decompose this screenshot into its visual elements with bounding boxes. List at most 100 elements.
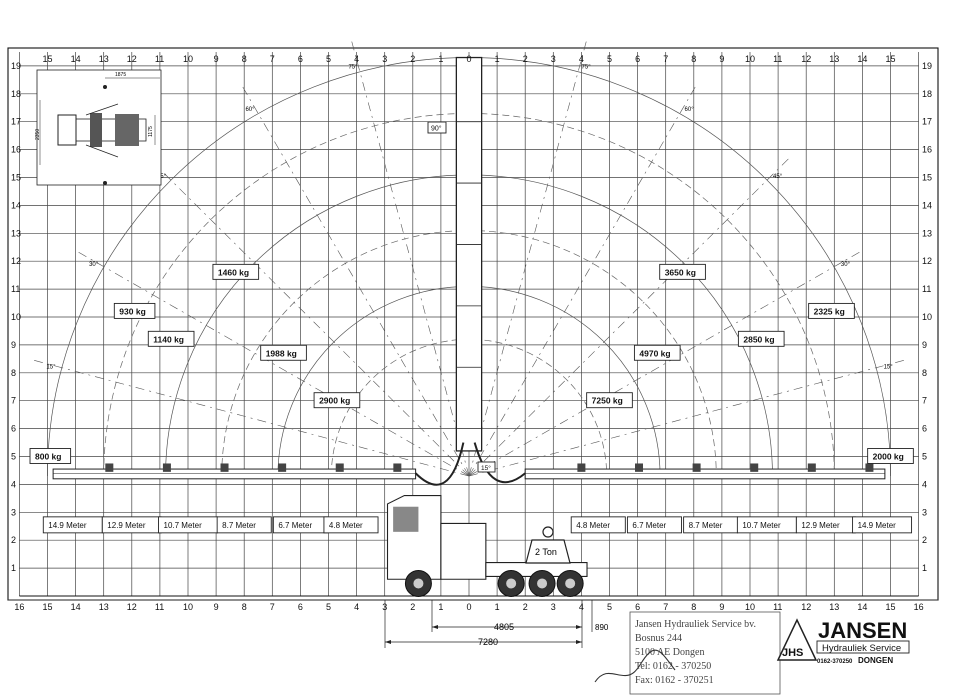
top-axis-tick: 11 <box>773 54 782 64</box>
top-axis-tick: 6 <box>635 54 640 64</box>
reach-label-right: 8.7 Meter <box>683 516 739 534</box>
left-axis-tick: 1 <box>11 563 16 573</box>
top-axis-tick: 10 <box>745 54 755 64</box>
top-axis-tick: 0 <box>467 54 472 64</box>
bottom-axis-tick: 13 <box>99 602 109 612</box>
left-axis-tick: 6 <box>11 424 16 434</box>
signature <box>594 649 676 683</box>
angle-label-left: 15° <box>46 364 56 370</box>
bottom-axis-tick: 16 <box>914 602 924 612</box>
bottom-axis-tick: 2 <box>523 602 528 612</box>
bottom-axis-tick: 15 <box>886 602 896 612</box>
left-axis-tick: 9 <box>11 340 16 350</box>
right-axis-tick: 3 <box>922 507 927 517</box>
load-label-left: 2900 kg <box>313 392 361 409</box>
truck-drawing <box>386 495 588 597</box>
load-label-right: 3650 kg <box>659 263 706 280</box>
top-axis-tick: 9 <box>214 54 219 64</box>
left-axis-tick: 16 <box>11 145 21 155</box>
bottom-axis-tick: 12 <box>801 602 811 612</box>
bottom-axis-tick: 14 <box>857 602 867 612</box>
reach-label-right: 4.8 Meter <box>570 516 626 534</box>
angle-label-left: 30° <box>89 262 99 268</box>
top-axis-tick: 2 <box>410 54 415 64</box>
right-axis-tick: 19 <box>922 61 932 71</box>
left-axis-tick: 17 <box>11 117 21 127</box>
bottom-axis-tick: 2 <box>410 602 415 612</box>
left-axis-tick: 5 <box>11 452 16 462</box>
reach-label-left: 6.7 Meter <box>272 516 328 534</box>
left-axis-tick: 3 <box>11 507 16 517</box>
angle-label-right: 30° <box>841 262 851 268</box>
inset-height-dim: 2350 <box>35 129 41 140</box>
top-axis-tick: 12 <box>801 54 811 64</box>
right-axis-tick: 5 <box>922 452 927 462</box>
load-label-right: 2325 kg <box>808 302 855 319</box>
load-label-right-text: 2850 kg <box>743 334 774 344</box>
load-label-left: 1988 kg <box>260 344 307 361</box>
load-label-left: 800 kg <box>29 448 72 464</box>
right-axis-tick: 16 <box>922 145 932 155</box>
bottom-axis-tick: 1 <box>438 602 443 612</box>
stamp-line4: Tel: 0162 - 370250 <box>635 661 711 672</box>
left-axis-tick: 7 <box>11 396 16 406</box>
boom-outlines <box>52 56 886 486</box>
top-axis-tick: 1 <box>495 54 500 64</box>
top-axis-tick: 13 <box>99 54 109 64</box>
reach-label-right-text: 4.8 Meter <box>576 521 610 530</box>
top-axis-tick: 14 <box>857 54 867 64</box>
counterweight-label: 2 Ton <box>535 547 557 557</box>
vertical-angle-text: 90° <box>431 125 442 133</box>
right-axis-tick: 10 <box>922 312 932 322</box>
left-axis-tick: 11 <box>11 284 20 294</box>
bottom-axis-tick: 5 <box>607 602 612 612</box>
bottom-axis-tick: 13 <box>829 602 839 612</box>
right-axis-tick: 9 <box>922 340 927 350</box>
bottom-axis-tick: 9 <box>719 602 724 612</box>
reach-label-left-text: 12.9 Meter <box>107 521 146 530</box>
reach-label-left: 14.9 Meter <box>42 516 103 534</box>
logo-name: JANSEN <box>818 618 907 643</box>
logo-badge: JHS <box>782 647 803 659</box>
left-axis-tick: 12 <box>11 256 21 266</box>
dimension-890: 890 <box>595 623 609 632</box>
load-label-left: 1140 kg <box>147 330 195 347</box>
inset-side-dim: 1175 <box>148 126 154 137</box>
bottom-axis-tick: 14 <box>71 602 81 612</box>
slew-angle-text: 15° <box>481 464 491 472</box>
bottom-axis: 1615141312111098765432101234567891011121… <box>14 602 923 612</box>
left-axis-tick: 10 <box>11 312 21 322</box>
reach-label-right-text: 14.9 Meter <box>858 521 897 530</box>
logo-phone: 0162-370250 <box>817 659 853 665</box>
right-axis-tick: 12 <box>922 256 932 266</box>
bottom-axis-tick: 0 <box>467 602 472 612</box>
top-axis-tick: 4 <box>354 54 359 64</box>
bottom-axis-tick: 3 <box>551 602 556 612</box>
load-label-right: 2850 kg <box>737 330 785 347</box>
reach-label-right: 6.7 Meter <box>626 516 682 534</box>
left-axis-tick: 4 <box>11 479 16 489</box>
jansen-logo: JHS JANSEN Hydrauliek Service 0162-37025… <box>776 618 910 665</box>
load-label-left-text: 1988 kg <box>266 348 297 358</box>
dimension-4805: 4805 <box>494 622 514 632</box>
right-axis-tick: 18 <box>922 89 932 99</box>
load-label-left: 930 kg <box>113 302 156 319</box>
bottom-axis-tick: 5 <box>326 602 331 612</box>
right-axis-tick: 17 <box>922 117 932 127</box>
bottom-axis-tick: 6 <box>635 602 640 612</box>
top-axis-tick: 10 <box>183 54 193 64</box>
top-axis-tick: 11 <box>155 54 164 64</box>
load-label-right-text: 2000 kg <box>873 452 904 462</box>
reach-label-right: 14.9 Meter <box>852 516 913 534</box>
bottom-axis-tick: 15 <box>43 602 53 612</box>
dimension-7280: 7280 <box>478 637 498 647</box>
slew-angle-label: 15° <box>477 461 496 473</box>
top-axis-tick: 3 <box>382 54 387 64</box>
right-axis-tick: 15 <box>922 173 932 183</box>
reach-label-right-text: 12.9 Meter <box>801 521 840 530</box>
top-axis-tick: 7 <box>663 54 668 64</box>
